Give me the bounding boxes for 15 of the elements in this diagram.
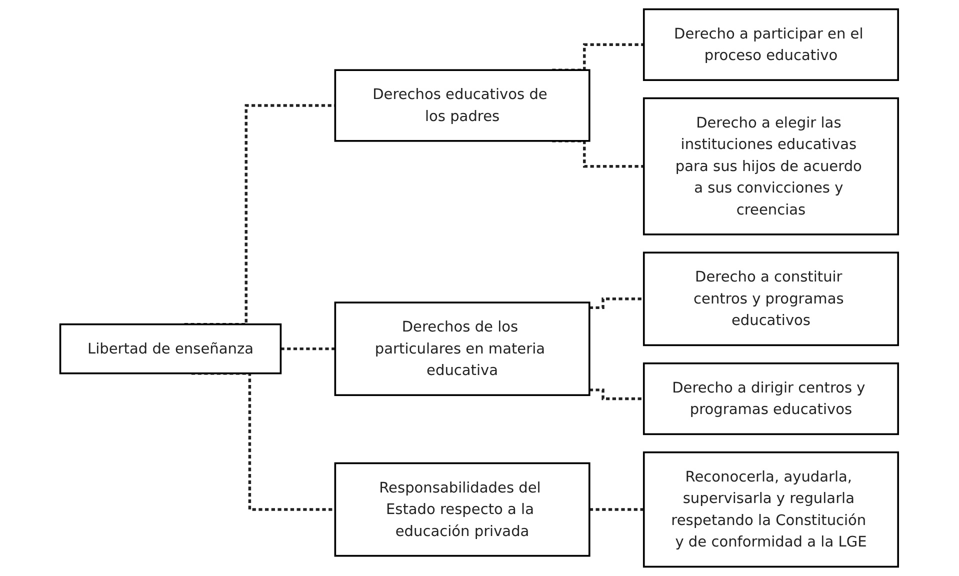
node-box: Reconocerla, ayudarla, supervisarla y regularla respetando la Constitución y de conformidad a la LGE [643, 451, 900, 568]
connector [281, 347, 336, 350]
connector [552, 43, 644, 72]
node-box: Libertad de enseñanza [60, 323, 282, 374]
node-box: Derechos de los particulares en materia educativa [334, 302, 591, 396]
node-box: Derecho a dirigir centros y programas educativos [643, 362, 900, 436]
node-box: Responsabilidades del Estado respecto a la educación privada [334, 462, 591, 557]
connector [590, 298, 644, 310]
connector [590, 388, 644, 400]
node-box: Derechos educativos de los padres [334, 69, 591, 142]
connector [590, 508, 644, 511]
connector [552, 140, 644, 168]
node-box: Derecho a constituir centros y programas educativos [643, 252, 900, 346]
node-box: Derecho a participar en el proceso educativo [643, 8, 900, 81]
node-box: Derecho a elegir las instituciones educativas para sus hijos de acuerdo a sus convicciones y creencias [643, 97, 900, 236]
